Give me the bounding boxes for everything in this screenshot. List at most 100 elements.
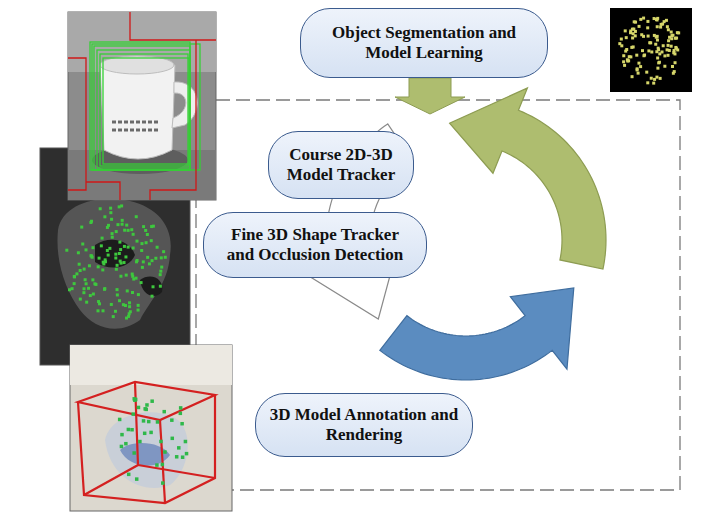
point-dot [674, 37, 677, 40]
point-dot [145, 403, 149, 407]
box-label: Object Segmentation and Model Learning [313, 23, 535, 63]
point-dot [128, 312, 131, 315]
point-dot [638, 25, 641, 28]
point-dot [135, 477, 139, 481]
point-dot [98, 302, 101, 305]
point-dot [83, 268, 86, 271]
point-dot [124, 255, 127, 258]
point-dot [150, 239, 153, 242]
point-dot [85, 301, 88, 304]
point-dot [161, 463, 165, 467]
point-dot [152, 285, 155, 288]
point-dot [97, 265, 100, 268]
point-dot [156, 420, 160, 424]
point-dot [667, 54, 670, 57]
point-dot [656, 35, 659, 38]
point-dot [663, 65, 666, 68]
point-dot [676, 31, 679, 34]
point-dot [144, 229, 147, 232]
point-dot [115, 230, 118, 233]
point-dot [88, 264, 91, 267]
point-dot [127, 473, 131, 477]
blue-cycle-arrow [380, 288, 574, 380]
point-dot [135, 240, 138, 243]
point-dot [99, 207, 102, 210]
point-dot [126, 289, 129, 292]
point-dot [674, 61, 677, 64]
point-dot [109, 211, 112, 214]
point-dot [84, 278, 87, 281]
point-dot [114, 310, 117, 313]
point-dot [177, 446, 181, 450]
point-dot [631, 36, 634, 39]
point-dot [145, 241, 148, 244]
point-dot [179, 412, 183, 416]
point-dot [123, 229, 126, 232]
point-dot [107, 224, 110, 227]
point-dot [624, 29, 627, 32]
point-dot [77, 251, 80, 254]
point-dot [634, 21, 637, 24]
point-dot [160, 266, 163, 269]
point-dot [659, 77, 662, 80]
point-dot [185, 452, 189, 456]
point-dot [624, 50, 627, 53]
point-dot [658, 61, 661, 64]
point-dot [643, 54, 646, 57]
point-dot [175, 455, 179, 459]
rounded-box: Object Segmentation and Model Learning [300, 8, 548, 78]
point-dot [631, 75, 634, 78]
point-dot [137, 293, 140, 296]
point-dot [114, 257, 117, 260]
point-dot [136, 259, 139, 262]
point-dot [649, 41, 652, 44]
point-dot [118, 205, 121, 208]
point-dot [128, 305, 131, 308]
point-dot [663, 54, 666, 57]
rendering-photo [70, 345, 232, 511]
point-dot [133, 398, 137, 402]
point-dot [670, 31, 673, 34]
point-dot [149, 431, 153, 435]
point-dot [131, 291, 134, 294]
point-dot [647, 35, 650, 38]
point-dot [137, 309, 140, 312]
point-dot [184, 440, 188, 444]
point-dot [654, 43, 657, 46]
point-dot [151, 259, 154, 262]
point-dot [628, 55, 631, 58]
point-dot [123, 261, 126, 264]
point-dot [116, 288, 119, 291]
point-dot [138, 440, 142, 444]
point-dot [135, 215, 138, 218]
point-dot [673, 49, 676, 52]
point-dot [171, 437, 175, 441]
point-dot [626, 58, 629, 61]
point-dot [124, 304, 127, 307]
point-dot [130, 228, 133, 231]
point-dot [162, 410, 166, 414]
point-dot [639, 65, 642, 68]
point-dot [150, 225, 153, 228]
point-dot [98, 257, 101, 260]
point-dot [146, 233, 149, 236]
point-dot [85, 248, 88, 251]
rounded-box: Course 2D-3D Model Tracker [268, 131, 414, 199]
point-dot [670, 34, 673, 37]
point-dot [116, 293, 119, 296]
point-dot [118, 252, 121, 255]
point-dot [635, 54, 638, 57]
point-dot [656, 67, 659, 70]
point-dot [131, 275, 134, 278]
point-dot [159, 440, 163, 444]
point-dot [642, 17, 645, 20]
rounded-box: Fine 3D Shape Tracker and Occlusion Dete… [203, 212, 427, 278]
point-dot [656, 39, 659, 42]
rounded-box: 3D Model Annotation and Rendering [255, 393, 473, 457]
point-dot [118, 299, 121, 302]
point-dot [103, 287, 106, 290]
point-dot [73, 275, 76, 278]
point-dot [75, 272, 78, 275]
point-dot [656, 56, 659, 59]
point-dot [132, 278, 135, 281]
